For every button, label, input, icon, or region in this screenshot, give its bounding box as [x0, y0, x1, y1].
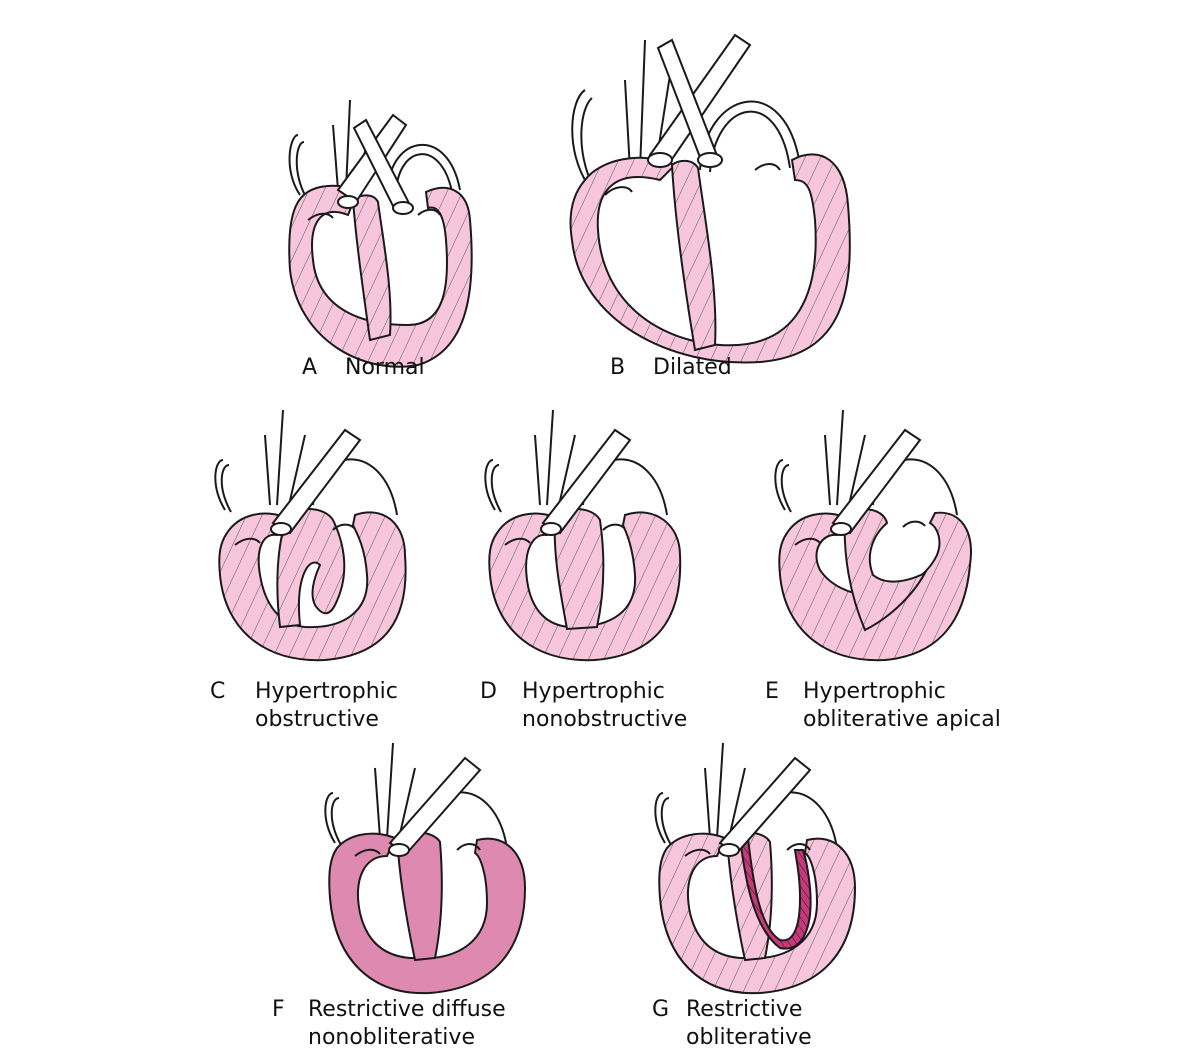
panel-f-letter: F	[272, 997, 285, 1022]
panel-e-label-line1: Hypertrophic	[803, 679, 946, 704]
heart-c	[214, 409, 407, 662]
panel-e-letter: E	[765, 679, 779, 704]
heart-g	[654, 742, 857, 995]
panel-f-label-line2: nonobliterative	[308, 1025, 475, 1050]
panel-d-letter: D	[480, 679, 497, 704]
panel-a-label: Normal	[345, 355, 425, 380]
heart-b	[569, 33, 851, 364]
panel-g-label-line2: obliterative	[686, 1025, 812, 1050]
panel-c-letter: C	[210, 679, 226, 704]
panel-c-label-line2: obstructive	[255, 707, 379, 732]
heart-f	[324, 742, 527, 995]
heart-d	[484, 409, 682, 662]
panel-a-letter: A	[302, 355, 318, 380]
panel-c-label-line1: Hypertrophic	[255, 679, 398, 704]
panel-g-label-line1: Restrictive	[686, 997, 803, 1022]
panel-d-label-line2: nonobstructive	[522, 707, 688, 732]
panel-g-letter: G	[652, 997, 670, 1022]
panel-b-label: Dilated	[653, 355, 732, 380]
panel-b-letter: B	[610, 355, 626, 380]
panel-d-label-line1: Hypertrophic	[522, 679, 665, 704]
panel-f-label-line1: Restrictive diffuse	[308, 997, 506, 1022]
heart-a	[288, 99, 473, 368]
panel-e-label-line2: obliterative apical	[803, 707, 1001, 732]
heart-e	[774, 409, 972, 662]
